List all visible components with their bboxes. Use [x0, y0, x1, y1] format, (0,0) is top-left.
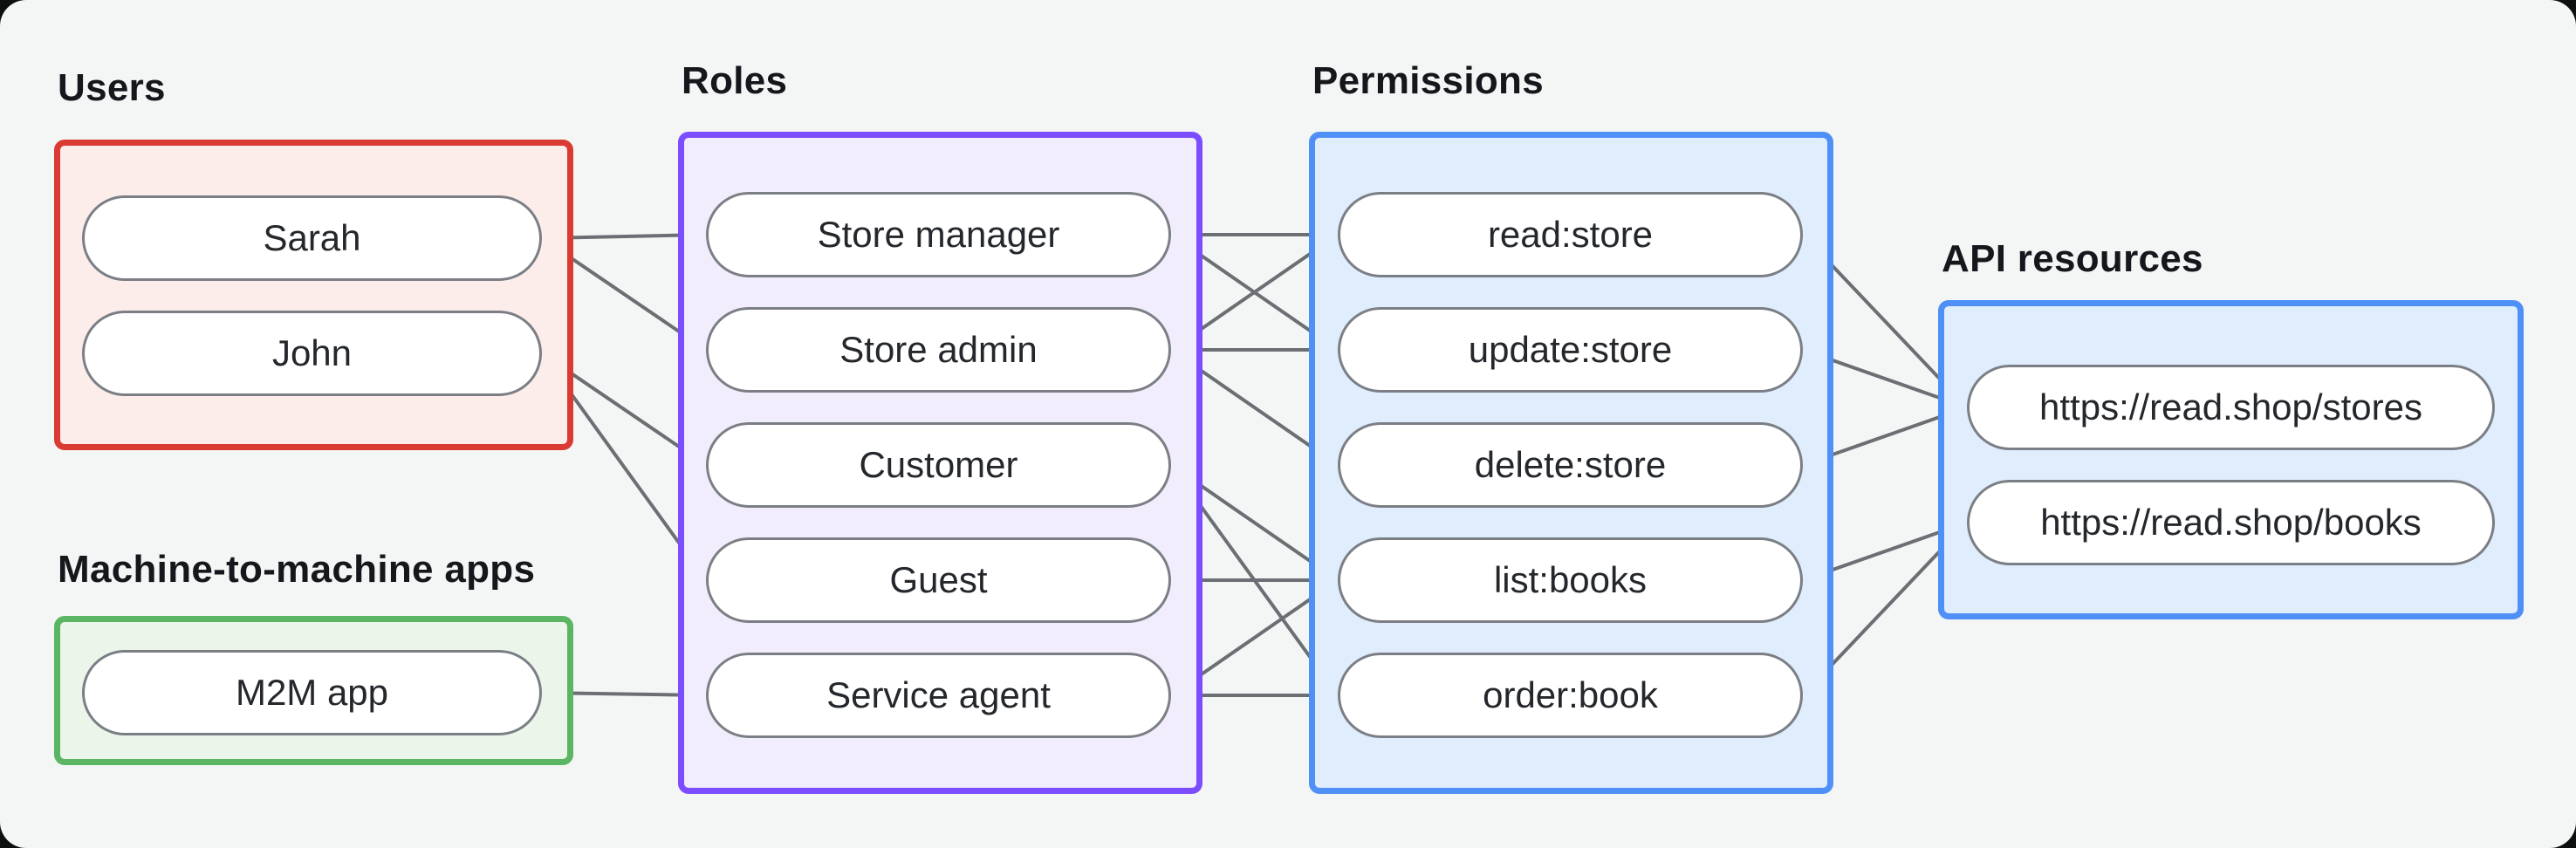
node-order-book: order:book	[1338, 653, 1803, 738]
node-store-manager: Store manager	[706, 192, 1171, 277]
node-guest: Guest	[706, 537, 1171, 623]
node-update-store: update:store	[1338, 307, 1803, 393]
users-group-label: Users	[58, 66, 166, 109]
node-stores: https://read.shop/stores	[1967, 365, 2495, 450]
m2m-group-label: Machine-to-machine apps	[58, 548, 536, 591]
node-customer: Customer	[706, 422, 1171, 508]
permissions-group-label: Permissions	[1312, 59, 1544, 102]
node-sarah: Sarah	[82, 195, 542, 281]
node-m2m-app: M2M app	[82, 650, 542, 735]
node-read-store: read:store	[1338, 192, 1803, 277]
roles-group-label: Roles	[682, 59, 788, 102]
node-books: https://read.shop/books	[1967, 480, 2495, 565]
node-store-admin: Store admin	[706, 307, 1171, 393]
users-group-box	[54, 140, 573, 450]
api-resources-group-label: API resources	[1942, 237, 2203, 280]
node-list-books: list:books	[1338, 537, 1803, 623]
node-service-agent: Service agent	[706, 653, 1171, 738]
api-resources-group-box	[1938, 300, 2524, 619]
node-john: John	[82, 311, 542, 396]
node-delete-store: delete:store	[1338, 422, 1803, 508]
